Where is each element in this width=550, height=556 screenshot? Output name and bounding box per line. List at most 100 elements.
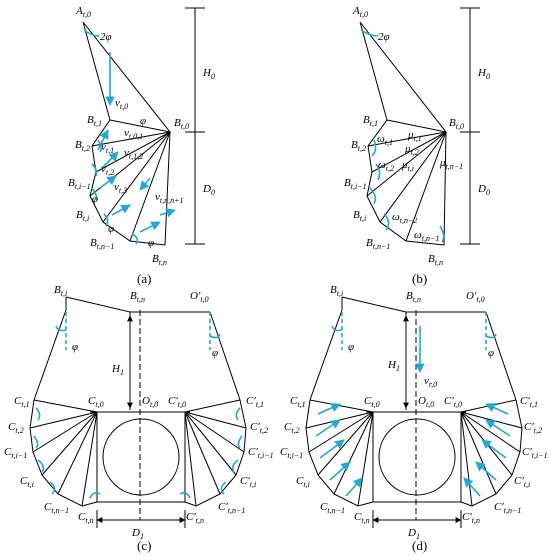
- panel-c-label-Op-t0: O′t,0: [190, 290, 209, 304]
- panel-c-label-Cp-t1: C′t,1: [246, 395, 264, 409]
- panel-a-label-B-t0: Bt,0: [174, 117, 189, 131]
- panel-a-label-phi-mid: φ: [92, 193, 98, 205]
- panel-b-label-B-ti1: Bt,i−1: [344, 177, 367, 191]
- panel-a-label-B-t1: Bt,1: [87, 114, 102, 128]
- panel-d-label-D1: D1: [407, 527, 420, 541]
- panel-b-outline: [359, 7, 480, 246]
- panel-b-label-om1: ωt,1: [377, 133, 393, 147]
- panel-a-velocity-arrows: [97, 52, 176, 233]
- panel-c-caption: (c): [137, 538, 151, 553]
- panel-d-label-Op-t0: O′t,0: [466, 290, 485, 304]
- panel-a-label-B-ti1: Bt,i−1: [68, 177, 91, 191]
- panel-b-label-mun1: μt,n−1: [439, 157, 463, 171]
- panel-c-label-phi-right: φ: [212, 347, 218, 359]
- panel-a-label-B-tn: Bt,n: [152, 253, 167, 267]
- panel-a-label-v-t12: vt,1,2: [124, 147, 143, 161]
- panel-c-outline: [29, 296, 247, 528]
- panel-a-label-v-t1: vt,1: [101, 141, 114, 155]
- panel-d-label-C-t0: Ct,0: [364, 395, 380, 409]
- panel-b: At,0 2φ H0 D0 Bt,0 Bt,1 Bt,2 Bt,i−1 Bt,i…: [344, 5, 490, 286]
- panel-d: Bt,i Bt,n O′t,0 H1 vr,0 D1 Ct,0 Ot,0 C′t…: [280, 284, 548, 553]
- panel-b-caption: (b): [412, 271, 427, 286]
- panel-c-label-B-tn: Bt,n: [130, 290, 145, 304]
- panel-d-label-Cp-ti1: C′t,i−1: [522, 446, 548, 460]
- panel-a-label-v-t01: vt,0,1: [124, 127, 143, 141]
- panel-d-label-H1: H1: [387, 359, 400, 373]
- panel-d-label-Cp-tn1: C′t,n−1: [494, 501, 521, 515]
- panel-c-label-C-t2: Ct,2: [8, 421, 24, 435]
- panel-b-label-B-ti: Bt,i: [353, 209, 366, 223]
- panel-b-label-mu2: μt,2: [404, 143, 419, 157]
- panel-c-label-Cp-t0: C′t,0: [168, 395, 186, 409]
- panel-b-label-B-tn1: Bt,n−1: [366, 237, 390, 251]
- panel-d-label-C-t1: Ct,1: [290, 395, 306, 409]
- panel-a-apex-angle-arc: [83, 29, 100, 37]
- panel-a-label-D0: D0: [202, 183, 215, 197]
- panel-b-label-omn1: ωt,n−1: [414, 229, 439, 243]
- panel-c-label-C-ti1: Ct,i−1: [4, 446, 27, 460]
- panel-a-label-v-t2: vt,2: [101, 163, 114, 177]
- panel-b-label-om2: ωt,2: [378, 159, 394, 173]
- panel-a-label-v-tn-n1: vt,n,n+1: [155, 191, 184, 205]
- panel-a-label-B-t2: Bt,2: [75, 139, 90, 153]
- panel-c-label-D1: D1: [131, 527, 144, 541]
- panel-d-caption: (d): [412, 538, 427, 553]
- panel-b-label-D0: D0: [477, 183, 490, 197]
- panel-c-label-O-t0: Ot,0: [142, 395, 158, 409]
- panel-d-label-Cp-ti: C′t,i: [514, 475, 530, 489]
- panel-a-label-phi-top: φ: [140, 115, 146, 127]
- panel-a-label-phi-bottom: φ: [148, 237, 154, 249]
- panel-d-label-v-r0: vr,0: [424, 375, 437, 389]
- panel-d-label-Cp-t0: C′t,0: [444, 395, 462, 409]
- panel-d-label-C-t2: Ct,2: [284, 421, 300, 435]
- panel-a-label-H0: H0: [202, 67, 215, 81]
- panel-d-outline: [305, 296, 523, 528]
- panel-d-angle-arc-left: [331, 325, 343, 332]
- panel-c-label-C-t1: Ct,1: [14, 395, 30, 409]
- panel-b-label-B-t1: Bt,1: [363, 114, 378, 128]
- panel-a-label-v-t0: vt,0: [115, 97, 128, 111]
- panel-b-label-H0: H0: [477, 67, 490, 81]
- panel-a-label-A: At,0: [75, 5, 91, 19]
- panel-b-label-B-t0: Bt,0: [449, 117, 464, 131]
- panel-d-label-C-tn: Ct,n: [354, 511, 370, 525]
- panel-c-label-phi-left: φ: [72, 341, 78, 353]
- panel-c: Bt,i Bt,n O′t,0 H1 D1 Ct,0 Ot,0 C′t,0 Ct…: [4, 284, 274, 553]
- panel-d-label-C-ti: Ct,i: [296, 475, 310, 489]
- panel-b-angle-marks: [369, 139, 445, 243]
- panel-d-label-O-t0: Ot,0: [418, 395, 434, 409]
- panel-c-angle-arc-right: [209, 333, 221, 339]
- panel-b-label-B-t2: Bt,2: [351, 139, 366, 153]
- panel-b-label-2phi: 2φ: [378, 31, 390, 43]
- panel-b-apex-angle-arc: [360, 29, 379, 37]
- panel-d-label-C-ti1: Ct,i−1: [280, 446, 303, 460]
- panel-d-label-phi-right: φ: [488, 347, 494, 359]
- panel-c-label-C-tn1: Ct,n−1: [44, 501, 69, 515]
- panel-a-label-B-ti: Bt,i: [76, 209, 89, 223]
- panel-b-label-mu1: μt,1: [407, 129, 422, 143]
- panel-a-label-phi-low: φ: [108, 223, 114, 235]
- panel-a-label-v-t3: vt,3: [114, 181, 127, 195]
- panel-d-label-B-ti: Bt,i: [330, 284, 343, 298]
- panel-a-caption: (a): [137, 271, 151, 286]
- panel-d-velocity-arrows: [315, 403, 511, 497]
- panel-c-label-Cp-t2: C′t,2: [250, 421, 268, 435]
- panel-d-label-Cp-t1: C′t,1: [520, 395, 538, 409]
- panel-b-label-omn2: ωt,n−2: [392, 211, 417, 225]
- panel-c-label-Cp-tn1: C′t,n−1: [218, 501, 245, 515]
- panel-c-angle-marks: [33, 407, 243, 499]
- panel-a: At,0 2φ vt,0 H0 D0 Bt,0 Bt,1 Bt,2 Bt,i−1…: [68, 5, 215, 286]
- panel-c-label-H1: H1: [111, 363, 124, 377]
- panel-d-label-C-tn1: Ct,n−1: [320, 501, 345, 515]
- panel-c-label-C-tn: Ct,n: [78, 511, 94, 525]
- panel-c-angle-arc-left: [55, 325, 67, 332]
- panel-d-label-Cp-tn: C′t,n: [462, 511, 480, 525]
- panel-d-label-B-tn: Bt,n: [406, 290, 421, 304]
- panel-a-label-2phi: 2φ: [100, 31, 112, 43]
- panel-c-label-Cp-ti: C′t,i: [240, 475, 256, 489]
- panel-a-label-B-tn1: Bt,n−1: [90, 237, 114, 251]
- panel-b-label-A: At,0: [352, 5, 368, 19]
- panel-d-angle-arc-right: [485, 333, 497, 339]
- panel-c-label-Cp-tn: C′t,n: [186, 511, 204, 525]
